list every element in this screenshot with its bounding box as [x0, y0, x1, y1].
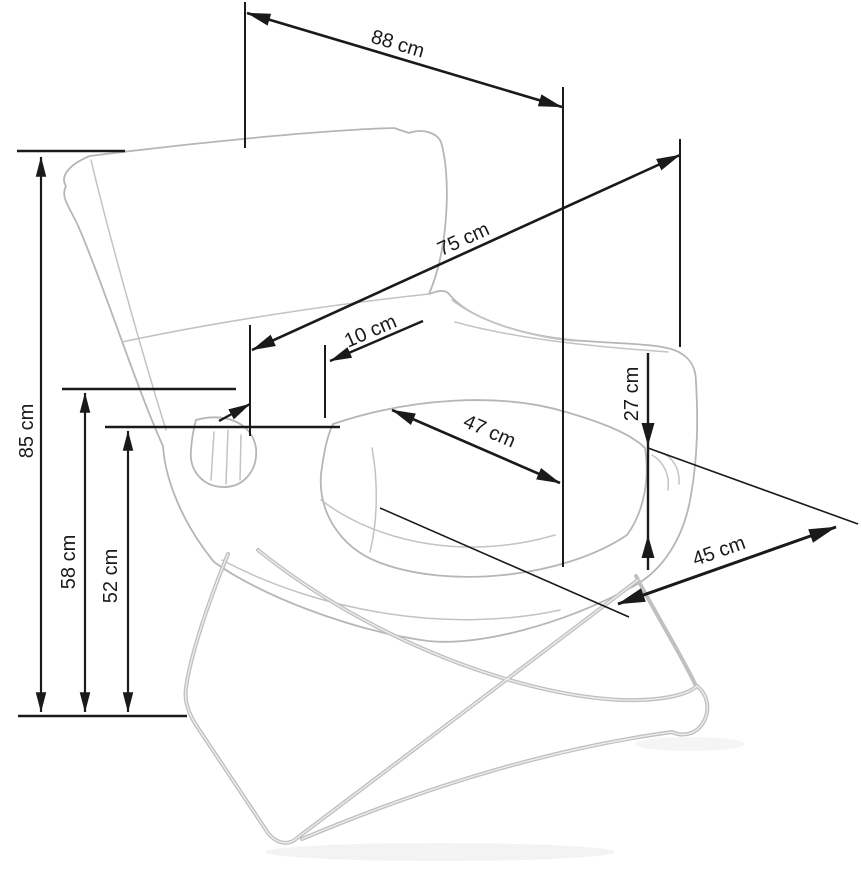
chair-sketch — [63, 127, 745, 861]
dimension-lines — [17, 2, 859, 718]
label-45cm: 45 cm — [690, 532, 749, 571]
corner-fold-1 — [210, 431, 215, 481]
dim-75cm-arrow — [251, 153, 681, 352]
dim-45cm-arrow — [617, 525, 837, 606]
label-47cm: 47 cm — [460, 411, 519, 453]
label-10cm: 10 cm — [341, 311, 400, 353]
wire-base — [183, 548, 710, 845]
dim-27cm-arrowhead-down — [641, 423, 655, 446]
label-58cm: 58 cm — [58, 535, 80, 589]
dim-27cm-arrowhead-up — [641, 535, 655, 558]
back-left-inner-edge — [90, 159, 167, 431]
ext-line-45-left — [379, 507, 630, 618]
arm-fold-1 — [651, 454, 670, 491]
floor-shadow — [265, 843, 615, 861]
dim-88cm-arrow — [246, 11, 563, 109]
dim-10cm-arrow-right — [329, 319, 424, 363]
label-52cm: 52 cm — [100, 549, 122, 603]
armrest-top-seam — [454, 321, 669, 353]
seat-base-seam — [221, 559, 561, 621]
wire-left-loop — [183, 552, 640, 845]
wire-cross-loop-highlight — [257, 549, 708, 840]
corner-fold-3 — [239, 434, 242, 481]
chair-back-outline — [63, 127, 699, 643]
wire-cross-loop — [256, 548, 710, 841]
dim-10cm-arrow-left — [218, 402, 251, 423]
wire-right-strut — [634, 574, 697, 686]
cushion-front-fold — [369, 447, 378, 553]
ext-line-45-right — [647, 447, 859, 525]
label-27cm: 27 cm — [621, 367, 643, 421]
front-corner-bulge — [190, 416, 257, 488]
floor-shadow-right — [635, 737, 745, 751]
cushion-bottom-seam — [320, 499, 556, 548]
dimension-labels: 88 cm 75 cm 10 cm 47 cm 27 cm 45 cm 85 c… — [16, 26, 748, 603]
label-85cm: 85 cm — [16, 404, 38, 458]
wire-left-loop-highlight — [184, 553, 639, 844]
dim-47cm-arrow — [391, 408, 561, 485]
corner-fold-2 — [225, 429, 229, 485]
